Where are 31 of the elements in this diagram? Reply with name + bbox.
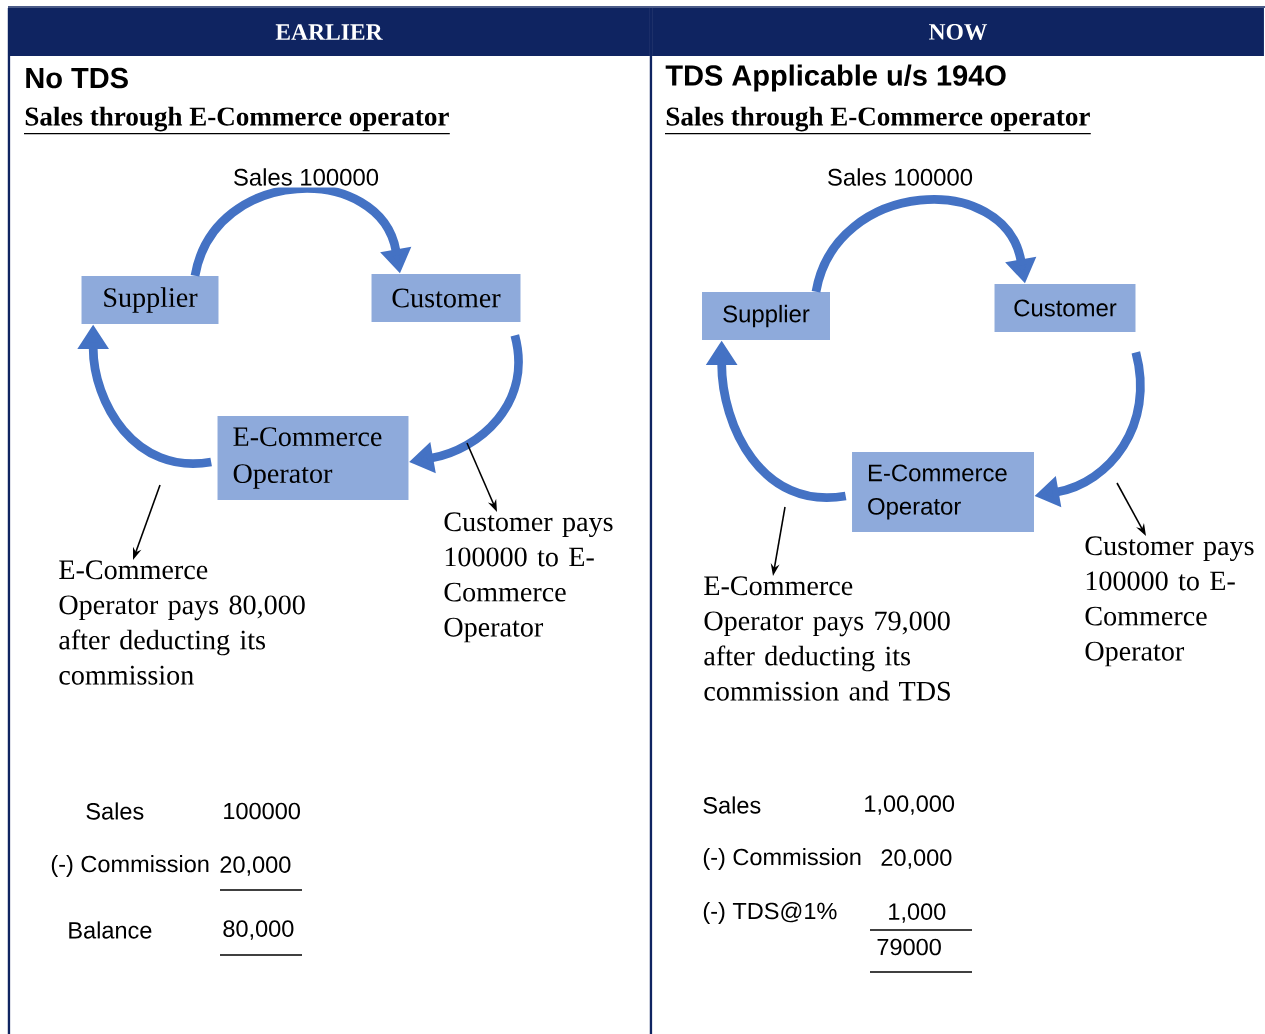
amount-text: 100000: [224, 802, 300, 820]
process-box: Customer: [371, 274, 521, 322]
amount-text: 20,000: [220, 856, 291, 876]
line-item-label: (-) Commission: [51, 855, 209, 877]
line-item-label: Sales: [703, 796, 761, 814]
subheading: Sales through E-Commerce operator: [23, 106, 451, 135]
process-box: Supplier: [702, 292, 830, 340]
edge-label: Sales 100000: [231, 166, 381, 188]
arrow: [811, 195, 1037, 293]
process-box: E-Commerce Operator: [852, 452, 1034, 532]
note-text: E-Commerce Operator pays 79,000 after deducting its commission and TDS: [704, 576, 950, 701]
note-text: Customer pays 100000 to E-Commerce Operator: [444, 512, 613, 643]
subheading: Sales through E-Commerce operator: [664, 106, 1092, 135]
line-item-label: Balance: [69, 921, 152, 939]
note-text: E-Commerce Operator pays 80,000 after deducting its commission: [59, 560, 305, 685]
header-band: EARLIER: [8, 8, 650, 56]
amount-text: 1,00,000: [865, 795, 955, 815]
heading: TDS Applicable u/s 194O: [665, 64, 1006, 92]
line-item-label: (-) Commission: [703, 848, 861, 870]
edge-label: Sales 100000: [825, 166, 975, 188]
note-text: Customer pays 100000 to E-Commerce Operator: [1085, 536, 1254, 667]
line-item-label: (-) TDS@1%: [703, 902, 837, 924]
process-box: Supplier: [81, 276, 219, 324]
header-band: NOW: [652, 8, 1264, 56]
process-box: Customer: [994, 284, 1136, 332]
amount-text: 79000: [877, 938, 941, 956]
amount-text: 80,000: [223, 920, 294, 940]
amount-text: 1,000: [889, 903, 946, 923]
amount-text: 20,000: [881, 849, 952, 869]
line-item-label: Sales: [86, 802, 144, 820]
process-box: E-Commerce Operator: [217, 416, 409, 500]
